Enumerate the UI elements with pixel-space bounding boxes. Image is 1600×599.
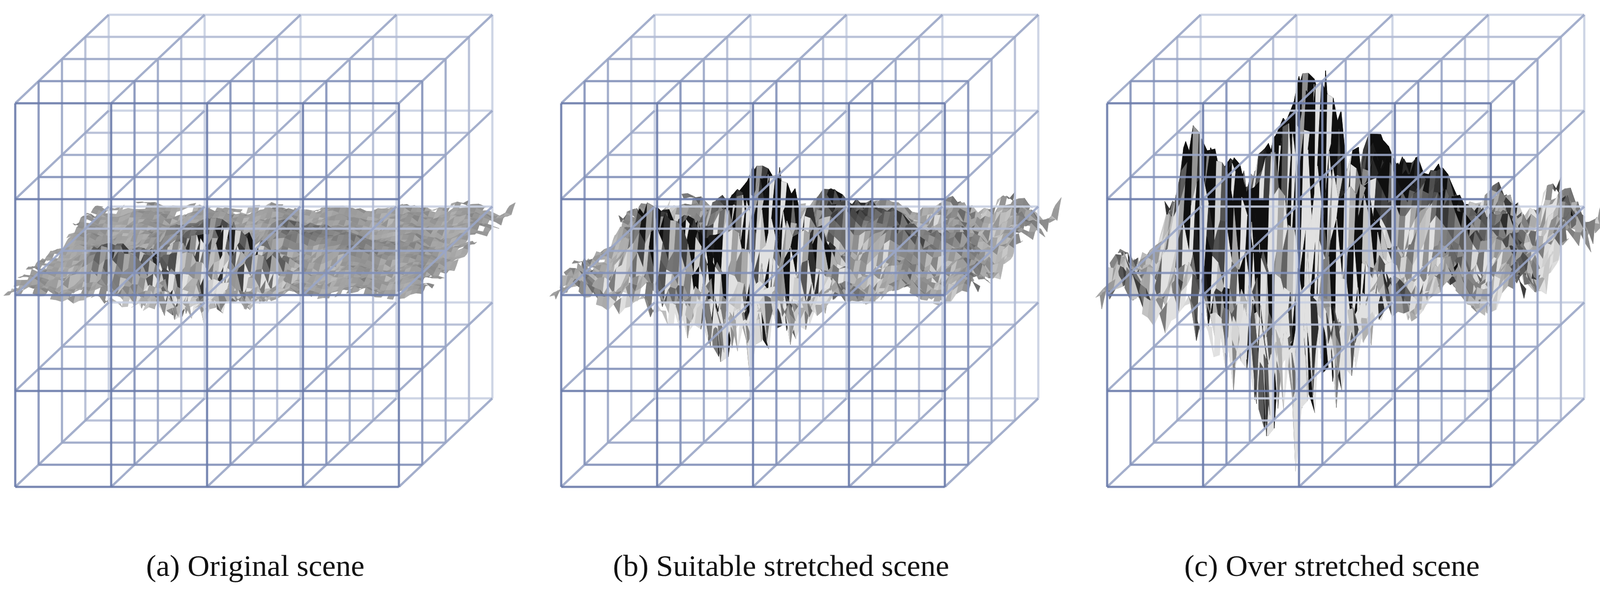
scene-panel (3, 14, 516, 487)
terrain-surface (460, 200, 469, 206)
terrain-surface (507, 202, 516, 209)
